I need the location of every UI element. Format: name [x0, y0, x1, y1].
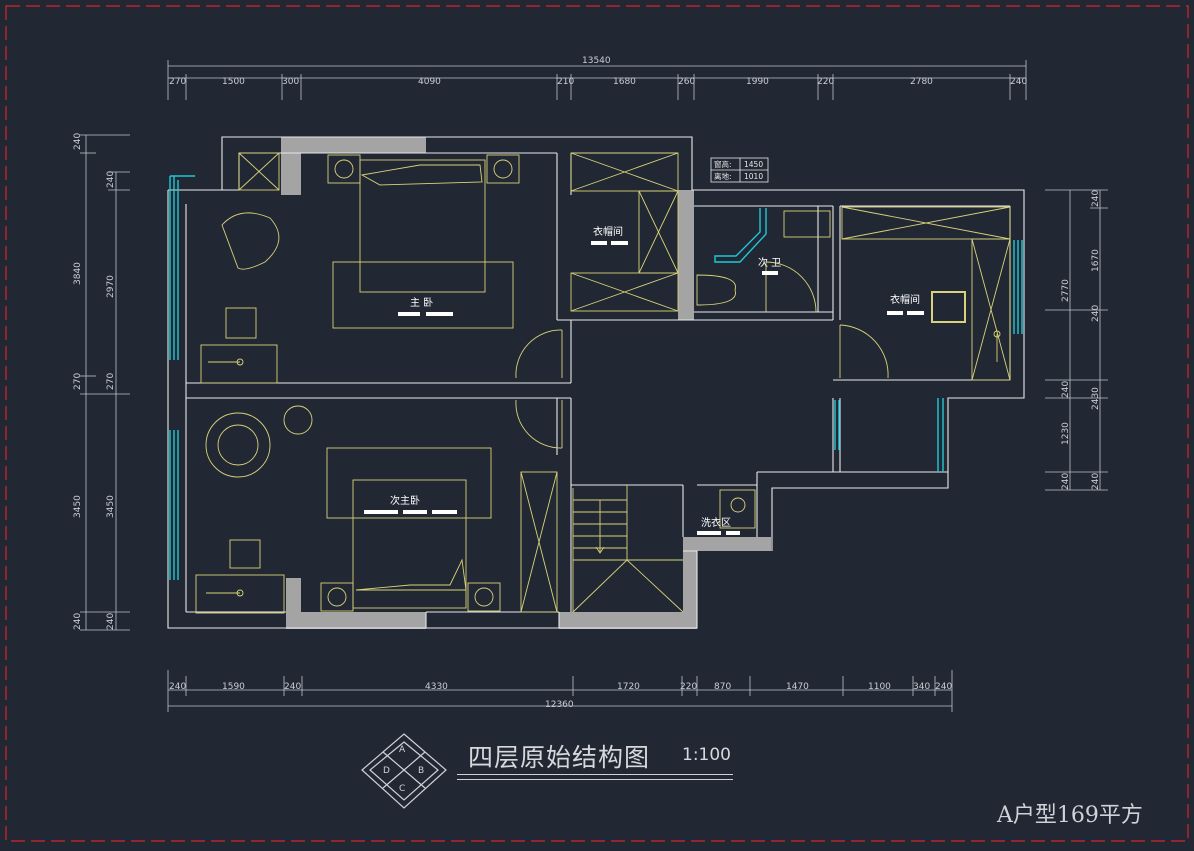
- label-bar: [432, 510, 457, 514]
- right-inner-dim: 240: [1061, 381, 1071, 398]
- left-outer-dim: 240: [73, 133, 83, 150]
- top-dim-seg: 300: [282, 77, 299, 87]
- right-outer-dim: 1670: [1091, 249, 1101, 272]
- right-inner-dim: 2770: [1061, 279, 1071, 302]
- bottom-dim-seg: 1100: [868, 682, 891, 692]
- drawing-title: 四层原始结构图: [468, 743, 651, 772]
- top-dim-seg: 1990: [746, 77, 769, 87]
- top-total-dim: 13540: [582, 56, 611, 66]
- title-underline: [457, 779, 733, 780]
- left-inner-dim: 2970: [106, 275, 116, 298]
- right-outer-dim: 2430: [1091, 387, 1101, 410]
- right-inner-dim: 1230: [1061, 422, 1071, 445]
- label-bar: [426, 312, 453, 316]
- bottom-dim-seg: 240: [284, 682, 301, 692]
- left-outer-dim: 3840: [73, 262, 83, 285]
- top-dimension-lines: [167, 60, 1027, 100]
- label-bar: [611, 241, 628, 245]
- window-note-height-label: 离地:: [714, 171, 732, 181]
- right-outer-dim: 240: [1091, 305, 1101, 322]
- furniture: [195, 152, 1011, 614]
- top-dim-seg: 2780: [910, 77, 933, 87]
- bottom-dim-seg: 340: [913, 682, 930, 692]
- top-dim-seg: 220: [817, 77, 834, 87]
- top-dim-seg: 210: [557, 77, 574, 87]
- label-bar: [697, 531, 721, 535]
- unit-type-label: A户型169平方: [997, 803, 1143, 828]
- left-inner-dim: 240: [106, 171, 116, 188]
- left-dimension-lines: [80, 134, 130, 631]
- left-outer-dim: 3450: [73, 495, 83, 518]
- bottom-dim-seg: 240: [169, 682, 186, 692]
- compass-letter-d: D: [383, 766, 390, 776]
- room-label-second-bath: 次 卫: [758, 256, 781, 269]
- top-dim-seg: 1500: [222, 77, 245, 87]
- top-dim-seg: 270: [169, 77, 186, 87]
- sheet-border: [5, 5, 1189, 842]
- label-bar: [398, 312, 420, 316]
- top-dim-seg: 260: [678, 77, 695, 87]
- top-dim-seg: 240: [1010, 77, 1027, 87]
- drawing-scale: 1:100: [682, 745, 731, 765]
- label-bar: [907, 311, 924, 315]
- label-bar: [762, 271, 778, 275]
- window-note-height-value: 1010: [744, 172, 763, 181]
- room-label-closet-2: 衣帽间: [890, 293, 920, 306]
- label-bar: [726, 531, 740, 535]
- walls: [167, 136, 1025, 629]
- windows: [169, 175, 1023, 580]
- right-dimension-lines: [1045, 189, 1108, 491]
- bottom-dim-seg: 240: [935, 682, 952, 692]
- window-note: 窗高: 1450 离地: 1010: [710, 157, 769, 183]
- left-inner-dim: 3450: [106, 495, 116, 518]
- window-note-sill-label: 窗高:: [714, 159, 732, 169]
- bottom-dim-seg: 220: [680, 682, 697, 692]
- room-label-master-bedroom: 主 卧: [410, 296, 433, 309]
- bottom-dim-seg: 1470: [786, 682, 809, 692]
- compass-letter-c: C: [399, 784, 405, 794]
- left-outer-dim: 240: [73, 613, 83, 630]
- title-underline: [457, 774, 733, 775]
- room-label-closet-1: 衣帽间: [593, 225, 623, 238]
- top-dim-seg: 4090: [418, 77, 441, 87]
- compass-icon: [361, 733, 447, 809]
- right-outer-dim: 240: [1091, 473, 1101, 490]
- label-bar: [591, 241, 607, 245]
- bottom-total-dim: 12360: [545, 700, 574, 710]
- label-bar: [403, 510, 427, 514]
- left-inner-dim: 270: [106, 373, 116, 390]
- label-bar: [887, 311, 903, 315]
- left-outer-dim: 270: [73, 373, 83, 390]
- label-bar: [364, 510, 398, 514]
- top-dim-seg: 1680: [613, 77, 636, 87]
- window-note-sill-value: 1450: [744, 160, 763, 169]
- right-outer-dim: 240: [1091, 190, 1101, 207]
- structural-columns: [281, 137, 771, 629]
- bottom-dim-seg: 4330: [425, 682, 448, 692]
- compass-letter-b: B: [418, 766, 424, 776]
- bottom-dim-seg: 870: [714, 682, 731, 692]
- left-inner-dim: 240: [106, 613, 116, 630]
- right-inner-dim: 240: [1061, 473, 1071, 490]
- room-label-laundry: 洗衣区: [701, 516, 731, 529]
- compass-letter-a: A: [399, 745, 406, 755]
- bottom-dim-seg: 1720: [617, 682, 640, 692]
- room-label-second-master-bedroom: 次主卧: [390, 494, 420, 507]
- bottom-dim-seg: 1590: [222, 682, 245, 692]
- bottom-dimension-lines: [167, 670, 953, 712]
